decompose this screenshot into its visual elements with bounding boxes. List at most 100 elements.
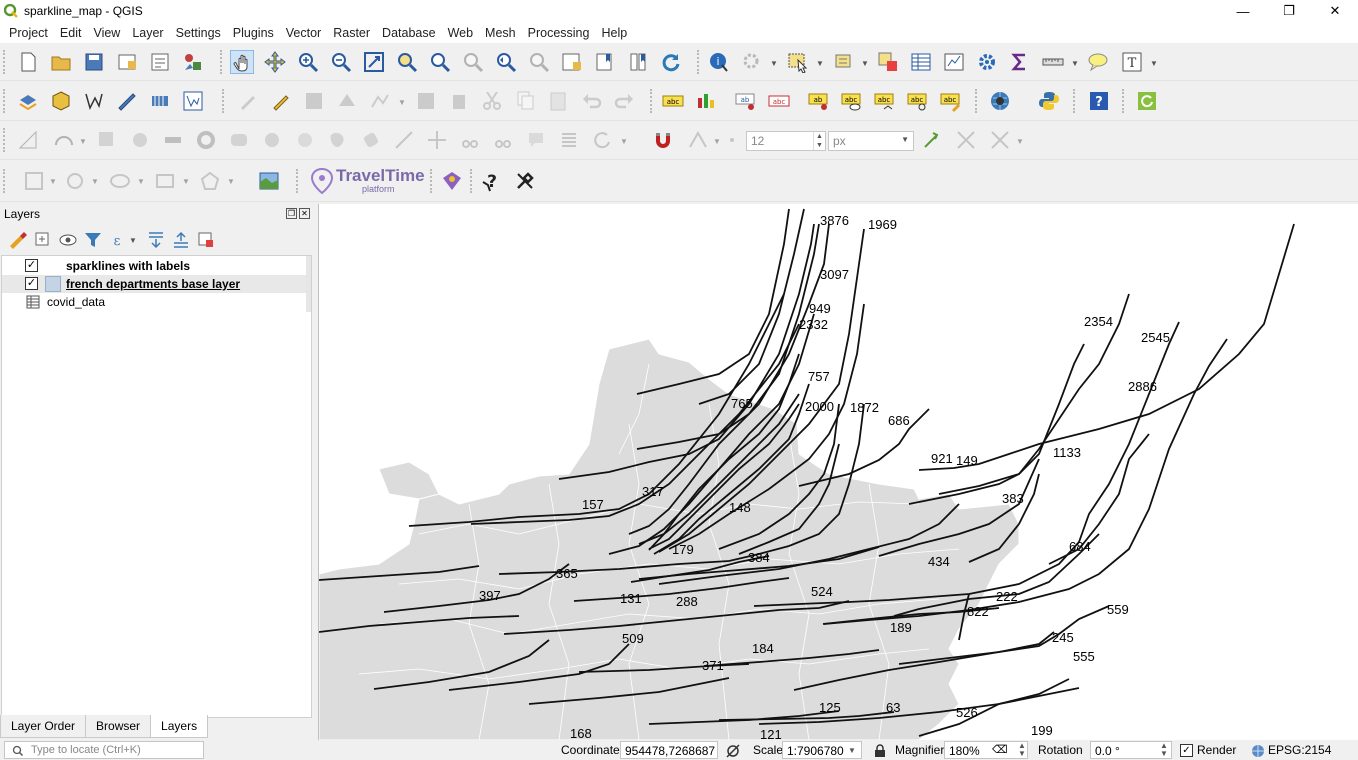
text-annotation-icon[interactable]: T <box>1120 50 1144 74</box>
python-console-icon[interactable] <box>1037 89 1061 113</box>
undock-panel-button[interactable]: ❐ <box>286 208 297 219</box>
zoom-to-selection-icon[interactable] <box>395 50 419 74</box>
pin-labels-icon[interactable]: ab <box>734 89 758 113</box>
merge-attributes-icon[interactable] <box>524 128 548 152</box>
rotate-point-symbols-icon[interactable] <box>557 128 581 152</box>
current-edits-icon[interactable] <box>236 89 260 113</box>
menu-raster[interactable]: Raster <box>333 25 371 40</box>
snapping-unit-select[interactable]: px▼ <box>828 131 914 151</box>
collapse-all-icon[interactable] <box>169 228 193 252</box>
render-checkbox[interactable]: ✓ <box>1180 744 1193 757</box>
show-hide-labels-icon[interactable]: abc <box>767 89 791 113</box>
pan-map-icon[interactable] <box>230 50 254 74</box>
map-canvas[interactable]: 3876 1969 3097 949 2332 757 765 2000 187… <box>318 204 1358 740</box>
identify-features-icon[interactable]: i <box>707 50 731 74</box>
map-tips-icon[interactable] <box>1086 50 1110 74</box>
delete-part-icon[interactable] <box>326 128 350 152</box>
pan-to-selection-icon[interactable] <box>263 50 287 74</box>
save-project-icon[interactable] <box>82 50 106 74</box>
tab-browser[interactable]: Browser <box>85 715 152 738</box>
toolbar-grip[interactable] <box>296 169 300 193</box>
measure-icon[interactable] <box>1041 50 1065 74</box>
paste-features-icon[interactable] <box>546 89 570 113</box>
toolbar-grip[interactable] <box>975 89 979 113</box>
toggle-extents-icon[interactable] <box>726 744 740 758</box>
save-edits-icon[interactable] <box>302 89 326 113</box>
help-icon[interactable]: ? <box>1087 89 1111 113</box>
traveltime-platform-logo[interactable]: TravelTime platform <box>308 165 426 197</box>
crs-button[interactable]: EPSG:2154 <box>1268 743 1332 757</box>
layer-row-covid-data[interactable]: covid_data <box>2 293 311 311</box>
label-properties-icon[interactable]: abc <box>939 89 963 113</box>
magnifier-field[interactable]: 180% <box>944 741 1028 759</box>
polygon-digitize-icon[interactable] <box>198 169 222 193</box>
reshape-features-icon[interactable] <box>359 128 383 152</box>
menu-project[interactable]: Project <box>9 25 48 40</box>
new-project-icon[interactable] <box>16 50 40 74</box>
crs-globe-icon[interactable] <box>1251 744 1265 758</box>
deselect-all-icon[interactable] <box>876 50 900 74</box>
rotation-spin-arrows[interactable]: ▲▼ <box>1160 741 1168 758</box>
digitizing-panel-icon[interactable] <box>16 128 40 152</box>
attribute-table-icon[interactable] <box>909 50 933 74</box>
tolerance-spin-arrows[interactable]: ▲▼ <box>813 132 825 150</box>
reload-plugin-icon[interactable] <box>1135 89 1159 113</box>
new-shapefile-icon[interactable] <box>82 89 106 113</box>
toolbar-grip[interactable] <box>222 89 226 113</box>
new-temporary-layer-icon[interactable] <box>181 89 205 113</box>
zoom-in-icon[interactable] <box>296 50 320 74</box>
open-layer-styling-icon[interactable] <box>6 228 30 252</box>
expand-all-icon[interactable] <box>144 228 168 252</box>
snap-type-icon[interactable] <box>720 128 744 152</box>
scale-field[interactable]: 1:7906780 <box>782 741 862 759</box>
copy-features-icon[interactable] <box>513 89 537 113</box>
add-part-icon[interactable] <box>227 128 251 152</box>
layer-visibility-checkbox[interactable]: ✓ <box>25 259 38 272</box>
add-group-icon[interactable] <box>31 228 55 252</box>
close-panel-button[interactable]: ✕ <box>299 208 310 219</box>
plugin-help-icon[interactable]: ? <box>480 169 504 193</box>
toggle-editing-icon[interactable] <box>269 89 293 113</box>
lock-scale-icon[interactable] <box>874 744 886 757</box>
coordinate-field[interactable]: 954478,7268687 <box>620 741 718 759</box>
new-spatialite-icon[interactable] <box>115 89 139 113</box>
split-parts-icon[interactable] <box>458 128 482 152</box>
tab-layer-order[interactable]: Layer Order <box>0 715 87 738</box>
toolbar-grip[interactable] <box>1073 89 1077 113</box>
menu-settings[interactable]: Settings <box>175 25 221 40</box>
toolbar-grip[interactable] <box>697 50 701 74</box>
menu-edit[interactable]: Edit <box>59 25 82 40</box>
layer-visibility-checkbox[interactable]: ✓ <box>25 277 38 290</box>
zoom-native-icon[interactable] <box>461 50 485 74</box>
remove-layer-icon[interactable] <box>194 228 218 252</box>
tab-layers[interactable]: Layers <box>150 715 209 738</box>
zoom-to-layer-icon[interactable] <box>428 50 452 74</box>
toolbar-grip[interactable] <box>470 169 474 193</box>
label-layer-icon[interactable]: abc <box>661 89 685 113</box>
vertex-tool-icon[interactable] <box>368 89 392 113</box>
layer-row-sparklines[interactable]: ✓ sparklines with labels <box>2 257 311 275</box>
clear-magnifier-icon[interactable]: ⌫ <box>992 744 1008 756</box>
rotation-field[interactable]: 0.0 ° <box>1090 741 1172 759</box>
circle-digitize-icon[interactable] <box>63 169 87 193</box>
snapping-tolerance-field[interactable]: 12▲▼ <box>746 131 826 151</box>
plugin-web-icon[interactable] <box>988 89 1012 113</box>
toolbar-grip[interactable] <box>430 169 434 193</box>
sum-icon[interactable] <box>1008 50 1032 74</box>
change-label-icon[interactable]: abc <box>906 89 930 113</box>
merge-features-icon[interactable] <box>491 128 515 152</box>
add-ring-icon[interactable] <box>194 128 218 152</box>
split-features-icon[interactable] <box>425 128 449 152</box>
self-snapping-icon[interactable] <box>988 128 1012 152</box>
filter-legend-icon[interactable] <box>81 228 105 252</box>
toolbar-grip[interactable] <box>1122 89 1126 113</box>
toolbar-grip[interactable] <box>3 50 7 74</box>
menu-database[interactable]: Database <box>382 25 436 40</box>
zoom-last-icon[interactable] <box>494 50 518 74</box>
new-print-layout-icon[interactable] <box>115 50 139 74</box>
fill-ring-icon[interactable] <box>260 128 284 152</box>
select-by-value-icon[interactable] <box>832 50 856 74</box>
toolbox-icon[interactable] <box>975 50 999 74</box>
close-window-button[interactable]: ✕ <box>1329 3 1341 18</box>
shape-digitize-icon[interactable] <box>22 169 46 193</box>
